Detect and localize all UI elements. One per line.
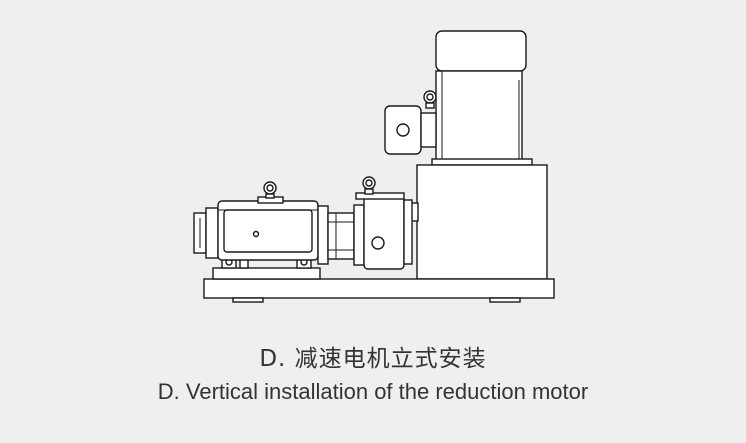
motor-support-stand (410, 164, 548, 280)
reducer-lifting-eye (362, 176, 376, 195)
terminal-box (384, 105, 437, 155)
reducer-gearbox (353, 192, 413, 270)
motor-lifting-eye (423, 90, 437, 109)
pump-lifting-eye (263, 181, 277, 199)
motor-flange (431, 158, 533, 166)
motor-cap (435, 30, 527, 72)
motor-body (435, 70, 523, 164)
caption-chinese: D. 减速电机立式安装 (259, 346, 487, 372)
caption-english: D. Vertical installation of the reductio… (157, 379, 589, 404)
base-plate (203, 278, 555, 303)
pump-housing (217, 196, 319, 261)
pump-motor-installation-diagram (193, 30, 555, 303)
bearing-section (317, 205, 355, 265)
pump-front-cover (193, 207, 219, 259)
